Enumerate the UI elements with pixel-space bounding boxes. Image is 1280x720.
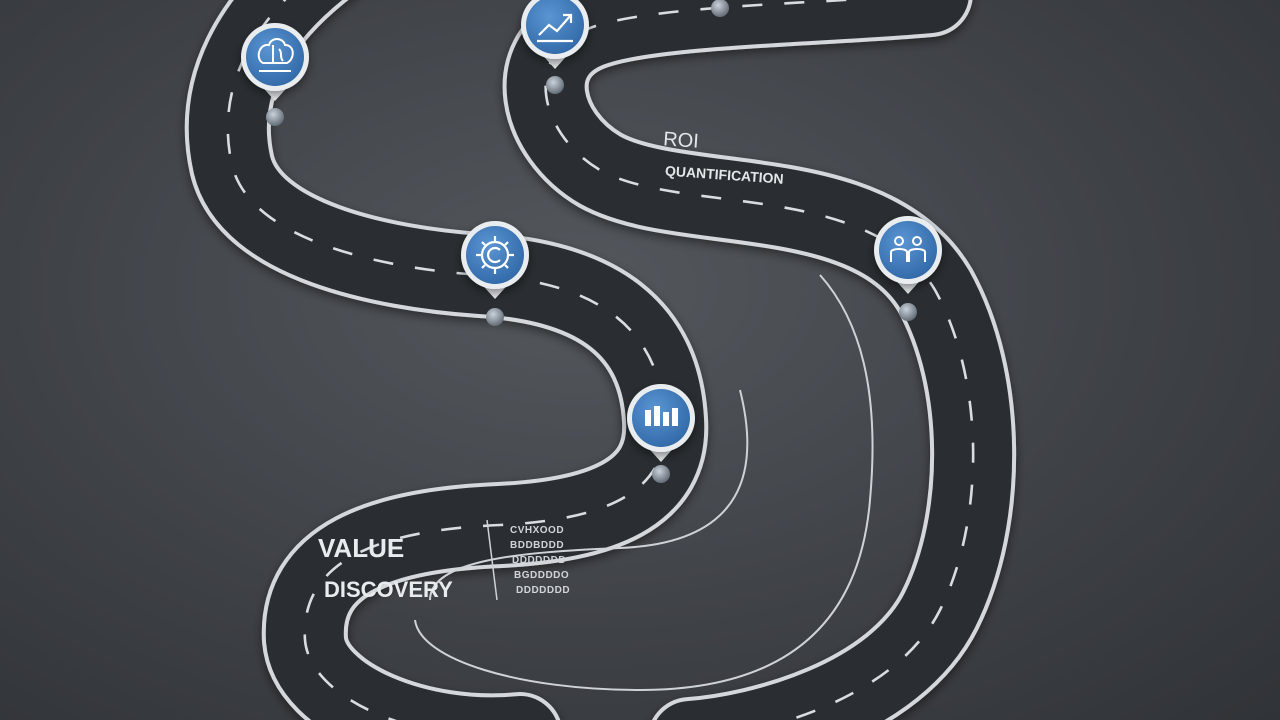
roi-line1: ROI	[663, 128, 700, 152]
milestone-brain[interactable]	[241, 23, 309, 126]
sub-item: BGDDDDO	[514, 570, 569, 581]
milestone-team[interactable]	[874, 216, 942, 321]
gear-icon	[476, 236, 514, 274]
value-discovery-divider	[486, 519, 498, 601]
sub-item: DDDDDDD	[516, 585, 570, 596]
stage-value-discovery: VALUE DISCOVERY CVHXOOD BDDBDDD DDDDDDD …	[318, 519, 570, 602]
sub-item: BDDBDDD	[510, 540, 564, 551]
chart-icon	[645, 406, 678, 426]
growth-icon	[537, 13, 573, 43]
milestone-gear[interactable]	[461, 221, 529, 326]
sub-item: CVHXOOD	[510, 525, 564, 536]
road-inner-lines	[414, 274, 874, 692]
road-left	[184, 0, 709, 720]
road-stud	[711, 0, 729, 17]
value-discovery-line1: VALUE	[318, 533, 404, 563]
team-icon	[890, 236, 926, 262]
milestone-growth[interactable]	[521, 0, 589, 94]
value-discovery-line2: DISCOVERY	[324, 577, 453, 602]
brain-icon	[257, 38, 294, 72]
road-right	[502, 0, 1017, 720]
sub-item: DDDDDDD	[512, 555, 566, 566]
value-discovery-sub-items: CVHXOOD BDDBDDD DDDDDDD BGDDDDO DDDDDDD	[510, 525, 570, 596]
milestone-chart[interactable]	[627, 384, 695, 483]
